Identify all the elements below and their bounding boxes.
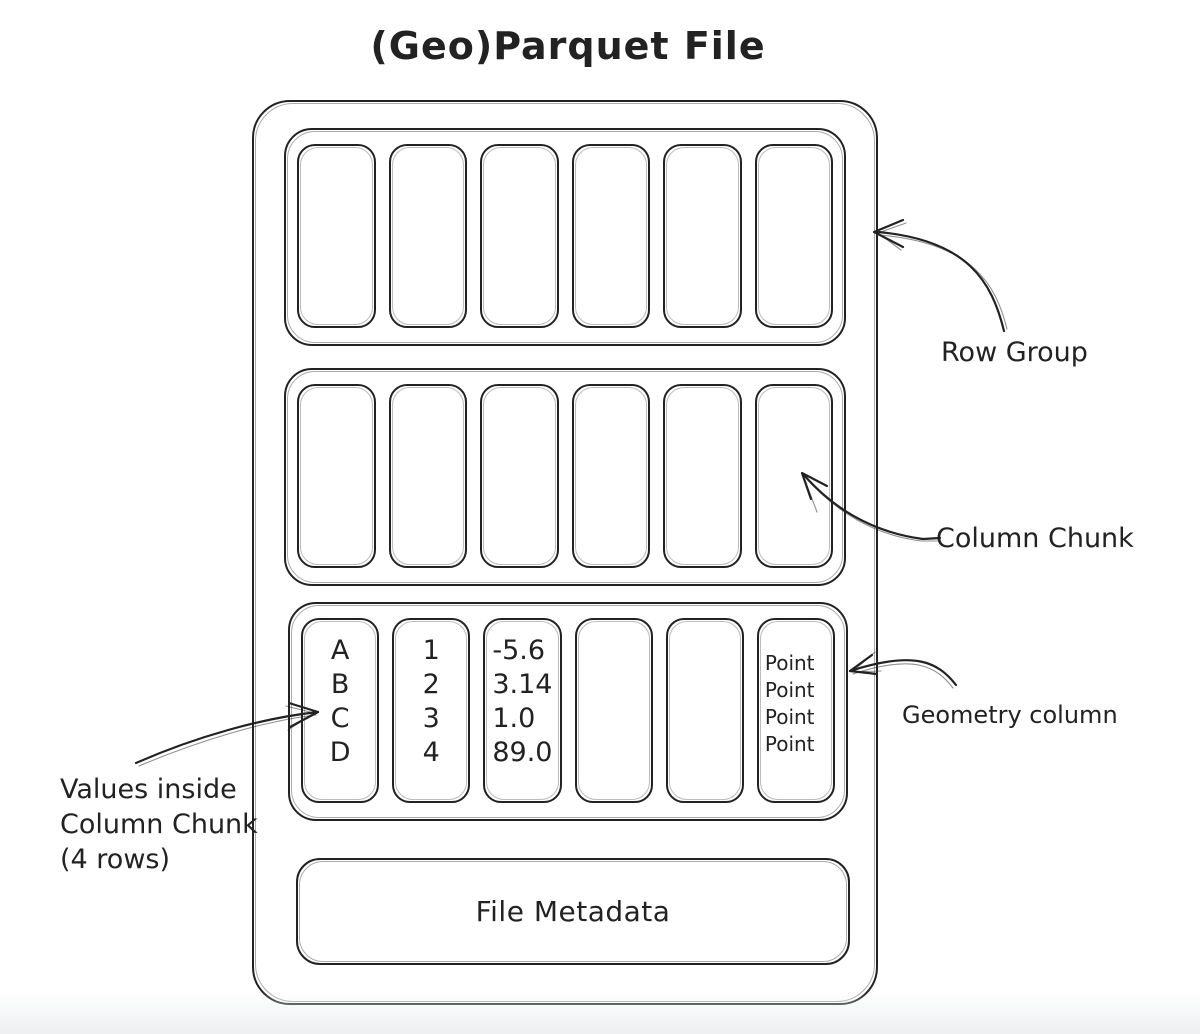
row-group-label: Row Group — [941, 337, 1088, 368]
column-chunk-integers: 1 2 3 4 — [392, 618, 471, 803]
cell-value: Point — [764, 705, 815, 729]
values-inside-line: (4 rows) — [60, 844, 171, 875]
column-chunk — [480, 384, 559, 568]
row-group-arrow — [872, 218, 1008, 333]
column-chunk — [297, 384, 376, 568]
cell-value: 3 — [422, 703, 440, 734]
column-chunk-geometry: Point Point Point Point — [756, 618, 836, 803]
row-group-1 — [284, 128, 846, 346]
cell-value: B — [330, 669, 350, 700]
cell-value: 2 — [422, 669, 440, 700]
column-chunk — [388, 384, 467, 568]
values-inside-line: Values inside — [60, 774, 237, 805]
cell-value: A — [330, 635, 350, 666]
cell-value: 4 — [422, 737, 440, 768]
column-chunk — [665, 618, 744, 803]
cell-value: 1.0 — [492, 703, 536, 734]
column-chunk — [388, 144, 467, 328]
cell-value: D — [329, 737, 351, 768]
column-chunk-floats: -5.6 3.14 1.0 89.0 — [483, 618, 562, 803]
column-chunk — [663, 384, 742, 568]
page-title: (Geo)Parquet File — [370, 24, 766, 68]
cell-value: 89.0 — [492, 737, 553, 768]
column-chunk — [754, 384, 833, 568]
parquet-file-box: A B C D 1 2 3 4 -5.6 3.14 1.0 — [252, 100, 878, 1005]
cell-value: 3.14 — [492, 669, 553, 700]
cell-value: Point — [764, 732, 815, 756]
file-metadata-box: File Metadata — [296, 858, 850, 965]
values-inside-line: Column Chunk — [60, 809, 258, 840]
column-chunk — [571, 144, 650, 328]
column-chunk-label: Column Chunk — [936, 523, 1134, 554]
column-chunk — [754, 144, 833, 328]
row-group-2 — [284, 368, 846, 586]
column-chunk — [480, 144, 559, 328]
column-chunk — [297, 144, 376, 328]
column-chunk — [663, 144, 742, 328]
cell-value: Point — [764, 678, 815, 702]
values-inside-label: Values inside Column Chunk (4 rows) — [60, 772, 300, 877]
file-metadata-label: File Metadata — [475, 895, 671, 928]
cell-value: C — [330, 703, 350, 734]
cell-value: Point — [764, 651, 815, 675]
geometry-column-label: Geometry column — [902, 701, 1118, 729]
column-chunk — [574, 618, 653, 803]
cell-value: 1 — [422, 635, 440, 666]
cell-value: -5.6 — [492, 635, 546, 666]
row-group-3: A B C D 1 2 3 4 -5.6 3.14 1.0 — [288, 602, 848, 821]
column-chunk — [571, 384, 650, 568]
column-chunk-letters: A B C D — [301, 618, 380, 803]
